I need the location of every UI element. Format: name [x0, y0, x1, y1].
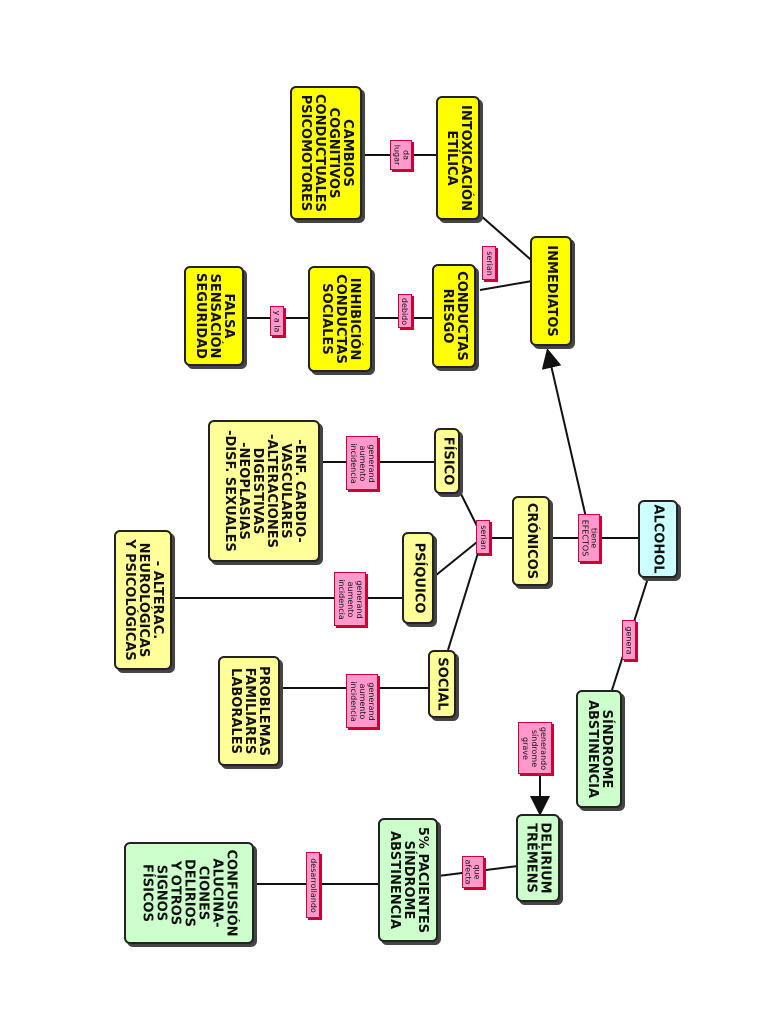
- label-generand-social: generand aumento incidencia: [346, 674, 378, 728]
- node-alcohol: ALCOHOL: [638, 500, 678, 578]
- label-y-a-la-text: y a la: [272, 310, 282, 332]
- node-fisico-detail: -ENF. CARDIO- VASCULARES -ALTERACIONES D…: [208, 420, 320, 562]
- node-falsa-sensacion: FALSA SENSACIÓN SEGURIDAD: [184, 266, 244, 366]
- label-debido: debido: [398, 294, 412, 328]
- node-confusion-text: CONFUSIÓN ALUCINA- CIONES DELIRIOS Y OTR…: [139, 849, 239, 937]
- node-cronicos-text: CRÓNICOS: [524, 502, 539, 580]
- node-psiquico-detail: - ALTERAC. NEUROLÓGICAS Y PSICOLÓGICAS: [114, 530, 172, 670]
- node-pacientes: 5% PACIENTES SÍNDROME ABSTINENCIA: [378, 818, 438, 942]
- node-social: SOCIAL: [428, 650, 456, 718]
- label-genera: genera: [622, 620, 636, 660]
- label-que-afecta-text: que afecta: [464, 859, 483, 885]
- label-generand-fisico-text: generand aumento incidencia: [348, 442, 376, 484]
- node-social-text: SOCIAL: [435, 657, 451, 711]
- label-y-a-la: y a la: [270, 306, 284, 336]
- label-generando-sindrome-text: generando síndrome grave: [521, 726, 549, 770]
- label-serian-top-text: serian: [484, 250, 494, 276]
- node-inhibicion-text: INHIBICIÓN CONDUCTAS SOCIALES: [319, 274, 362, 364]
- node-cambios-text: CAMBIOS COGNITIVOS CONDUCTUALES PSICOMOT…: [298, 94, 356, 212]
- label-generand-psiquico-text: generand aumento incidencia: [336, 578, 364, 620]
- node-intoxicacion-text: INTOXICACIÓN ETÍLICA: [444, 105, 474, 211]
- node-inmediatos: INMEDIATOS: [530, 236, 572, 346]
- label-desarrollando-text: desarrollando: [308, 857, 318, 913]
- label-que-afecta: que afecta: [462, 856, 484, 888]
- line-serian-social: [447, 539, 483, 651]
- node-delirium: DELIRIUM TRÉMENS: [516, 814, 560, 902]
- node-psiquico: PSÍQUICO: [402, 532, 434, 624]
- label-da-lugar-text: da lugar: [392, 144, 410, 166]
- line-inmediatos-conductas: [479, 279, 539, 291]
- node-pacientes-text: 5% PACIENTES SÍNDROME ABSTINENCIA: [387, 826, 430, 934]
- line-serian-psiquico: [429, 537, 483, 581]
- node-fisico-detail-text: -ENF. CARDIO- VASCULARES -ALTERACIONES D…: [222, 430, 307, 552]
- label-tiene-efectos: tiene EFECTOS: [578, 514, 600, 562]
- arrow-to-inmediatos: [541, 348, 591, 536]
- label-da-lugar: da lugar: [390, 140, 412, 170]
- node-psiquico-text: PSÍQUICO: [411, 542, 427, 614]
- label-serian-top: serian: [482, 246, 496, 280]
- node-inmediatos-text: INMEDIATOS: [544, 245, 559, 337]
- label-generand-social-text: generand aumento incidencia: [348, 680, 376, 722]
- node-social-detail: PROBLEMAS FAMILIARES LABORALES: [218, 656, 280, 766]
- node-cronicos: CRÓNICOS: [512, 496, 550, 586]
- node-falsa-sensacion-text: FALSA SENSACIÓN SEGURIDAD: [193, 273, 236, 359]
- node-delirium-text: DELIRIUM TRÉMENS: [524, 822, 554, 894]
- node-conductas-riesgo-text: CONDUCTAS RIESGO: [440, 271, 469, 361]
- label-generand-psiquico: generand aumento incidencia: [334, 572, 366, 626]
- node-fisico: FÍSICO: [434, 428, 460, 494]
- label-tiene-efectos-text: tiene EFECTOS: [580, 519, 598, 557]
- line-inmediatos-intox: [479, 214, 539, 267]
- label-debido-text: debido: [400, 297, 410, 325]
- node-inhibicion: INHIBICIÓN CONDUCTAS SOCIALES: [308, 266, 372, 372]
- label-genera-text: genera: [624, 625, 634, 655]
- label-generando-sindrome: generando síndrome grave: [518, 722, 552, 774]
- node-alcohol-text: ALCOHOL: [651, 504, 666, 574]
- node-social-detail-text: PROBLEMAS FAMILIARES LABORALES: [228, 665, 271, 757]
- node-sindrome-abstinencia: SÍNDROME ABSTINENCIA: [576, 690, 622, 808]
- node-conductas-riesgo: CONDUCTAS RIESGO: [432, 264, 476, 368]
- label-serian-mid: serian: [476, 520, 490, 554]
- node-psiquico-detail-text: - ALTERAC. NEUROLÓGICAS Y PSICOLÓGICAS: [122, 539, 166, 661]
- label-generand-fisico: generand aumento incidencia: [346, 436, 378, 490]
- node-fisico-text: FÍSICO: [440, 436, 456, 486]
- label-serian-mid-text: serian: [478, 524, 488, 550]
- node-intoxicacion: INTOXICACIÓN ETÍLICA: [436, 96, 480, 220]
- node-confusion: CONFUSIÓN ALUCINA- CIONES DELIRIOS Y OTR…: [124, 842, 254, 944]
- node-sindrome-abstinencia-text: SÍNDROME ABSTINENCIA: [585, 699, 614, 799]
- node-cambios: CAMBIOS COGNITIVOS CONDUCTUALES PSICOMOT…: [290, 86, 362, 220]
- label-desarrollando: desarrollando: [306, 852, 320, 918]
